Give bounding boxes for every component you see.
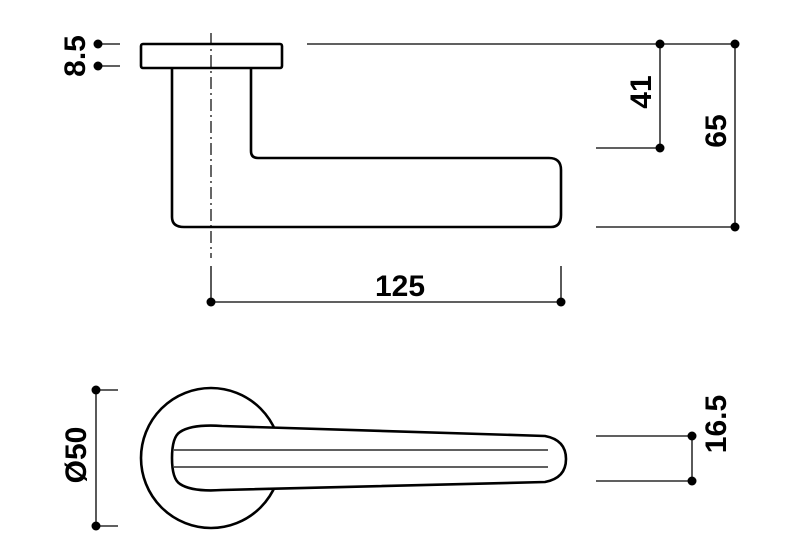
dim-lever-length: 125 <box>206 266 566 307</box>
dim-total-height-label: 65 <box>700 114 733 147</box>
dim-stem-height: 41 <box>307 39 736 153</box>
side-elevation-view <box>139 33 563 258</box>
dim-lever-thickness: 16.5 <box>596 395 733 486</box>
dim-rose-diameter-label: Ø50 <box>60 427 93 484</box>
dim-lever-length-label: 125 <box>375 270 425 303</box>
dim-rose-diameter: Ø50 <box>60 385 118 531</box>
lever-side-outline <box>170 64 563 229</box>
dim-stem-height-label: 41 <box>625 75 658 108</box>
dim-lever-thickness-label: 16.5 <box>700 395 733 453</box>
dim-rose-thickness: 8.5 <box>59 35 120 77</box>
plan-view <box>139 386 568 530</box>
dim-total-height: 65 <box>596 39 740 232</box>
dim-rose-thickness-label: 8.5 <box>59 35 92 77</box>
lever-plan-outline <box>170 424 568 492</box>
